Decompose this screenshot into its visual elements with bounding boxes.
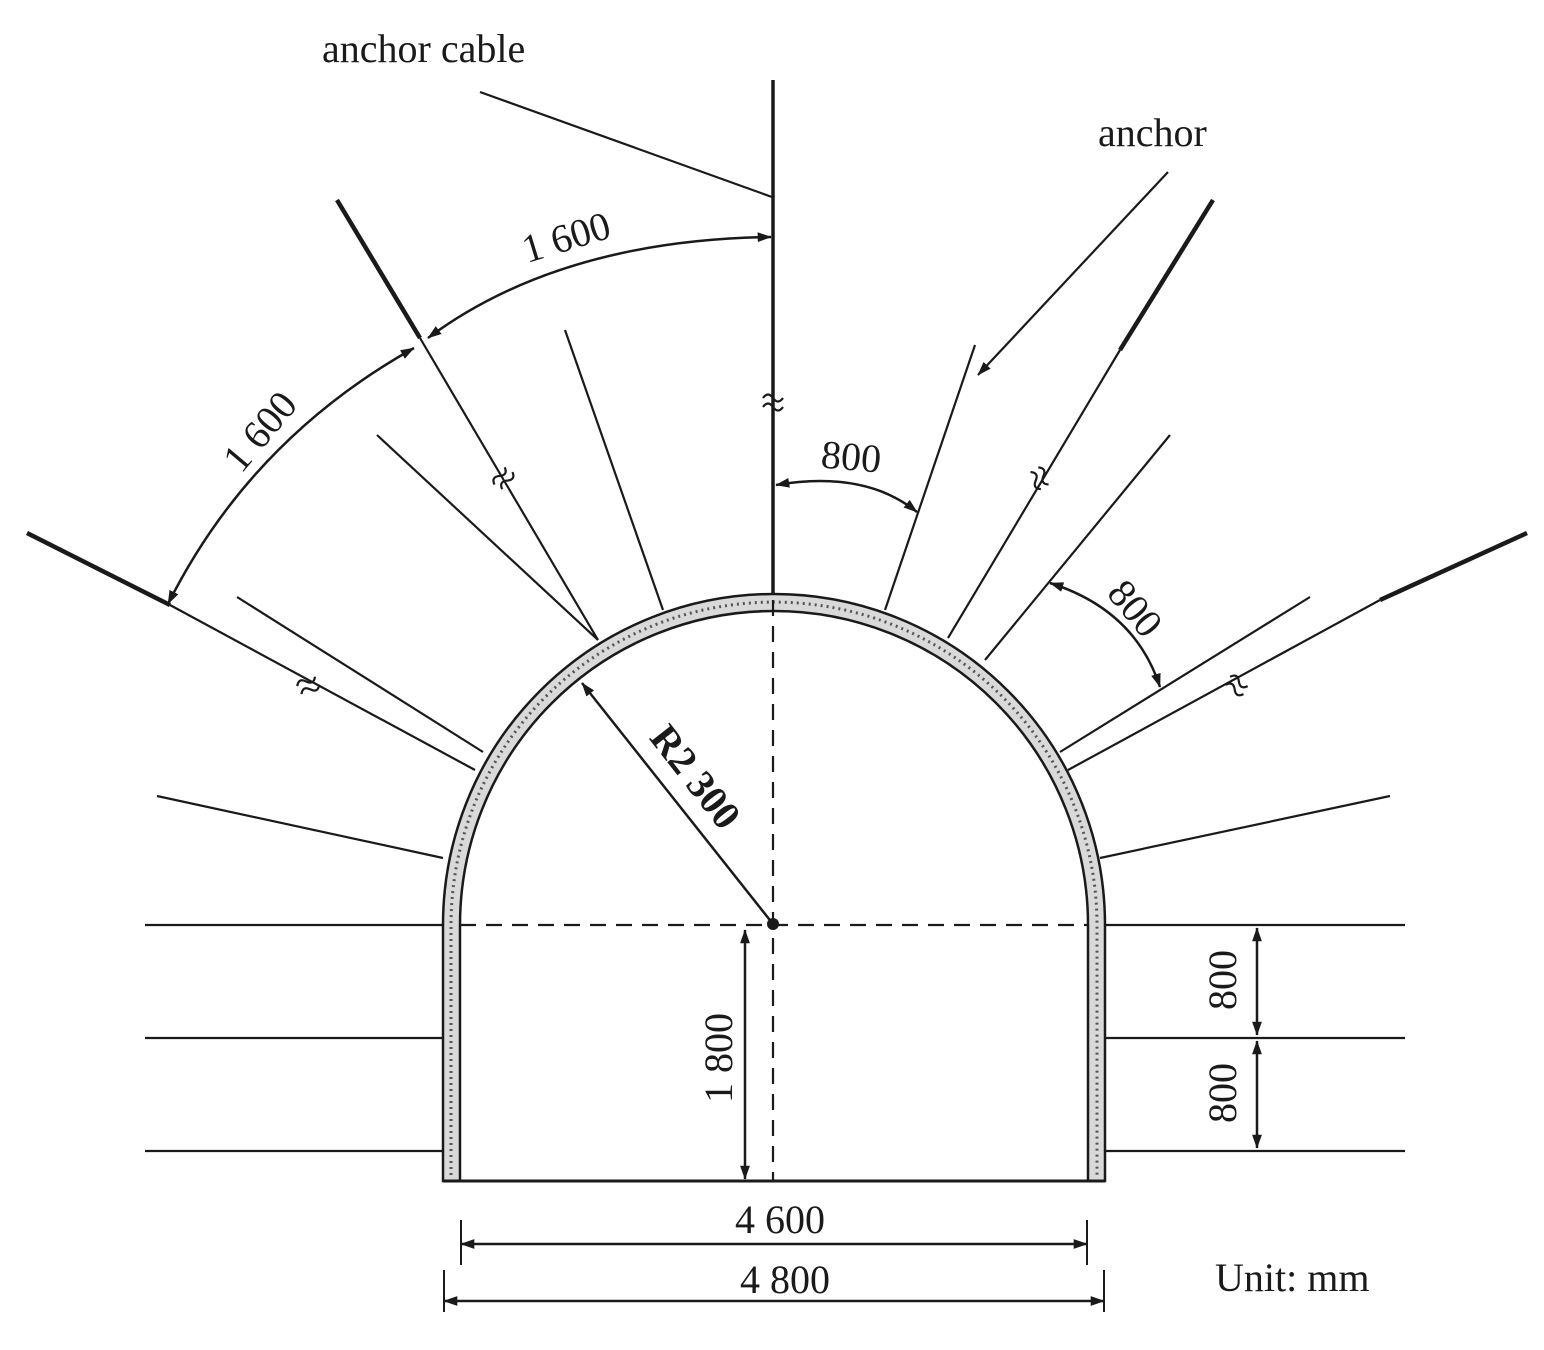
break-mark-center: [762, 393, 784, 412]
anchor-cables: [25, 80, 1528, 771]
anchor-left-4: [156, 794, 444, 860]
break-marks: [296, 393, 1249, 697]
dim-text-wall-spacing-lower: 800: [1200, 1063, 1245, 1123]
dim-text-cable-lower: 1 600: [213, 382, 305, 480]
break-mark-left-lower: [296, 676, 321, 695]
anchor-right-4: [1099, 794, 1391, 860]
anchor-cable-left-upper-outer: [335, 198, 422, 340]
dim-text-wall-spacing-upper: 800: [1200, 950, 1245, 1010]
anchor-right-3: [1059, 596, 1311, 753]
label-anchor: anchor: [1098, 110, 1207, 155]
anchor-cable-left-lower-inner: [169, 604, 476, 771]
anchor-left-2: [376, 434, 599, 641]
label-anchor-cable: anchor cable: [322, 26, 525, 71]
dim-arc-cable-upper: [427, 232, 772, 340]
dim-text-anchor-right: 800: [1099, 571, 1172, 646]
anchors: [145, 329, 1405, 1153]
anchor-right-1: [883, 344, 977, 611]
radius-line: [581, 682, 774, 925]
dim-text-wall-height: 1 800: [696, 1013, 741, 1103]
dim-text-outer-width: 4 800: [740, 1257, 830, 1302]
dim-text-cable-upper: 1 600: [516, 202, 615, 271]
anchor-cable-right-upper-inner: [947, 349, 1121, 639]
leader-anchor-cable: [479, 90, 773, 199]
break-mark-right-lower: [1225, 674, 1249, 697]
anchor-cable-left-upper-inner: [419, 337, 599, 641]
anchor-left-1: [563, 329, 665, 611]
break-mark-right-upper: [1030, 466, 1049, 491]
anchor-cable-left-lower-outer: [25, 530, 172, 608]
dim-text-inner-width: 4 600: [735, 1197, 825, 1242]
leader-anchor: [977, 171, 1169, 376]
anchor-left-3: [236, 596, 484, 753]
dim-arc-cable-lower: [166, 346, 415, 605]
break-mark-left-upper: [492, 466, 515, 490]
anchor-cable-right-lower-outer: [1379, 530, 1528, 603]
anchor-cable-right-lower-inner: [1067, 599, 1381, 771]
dim-arc-anchor-right: [1049, 581, 1162, 688]
extension-lines: [443, 1220, 1105, 1312]
dim-arc-anchor-top: [775, 477, 918, 513]
dimension-lines: [166, 232, 1262, 1306]
anchor-cable-right-upper-outer: [1118, 198, 1215, 352]
unit-label: Unit: mm: [1215, 1255, 1369, 1300]
leader-lines: [479, 90, 1169, 376]
anchor-right-2: [984, 434, 1171, 661]
dim-text-anchor-top: 800: [819, 432, 883, 482]
